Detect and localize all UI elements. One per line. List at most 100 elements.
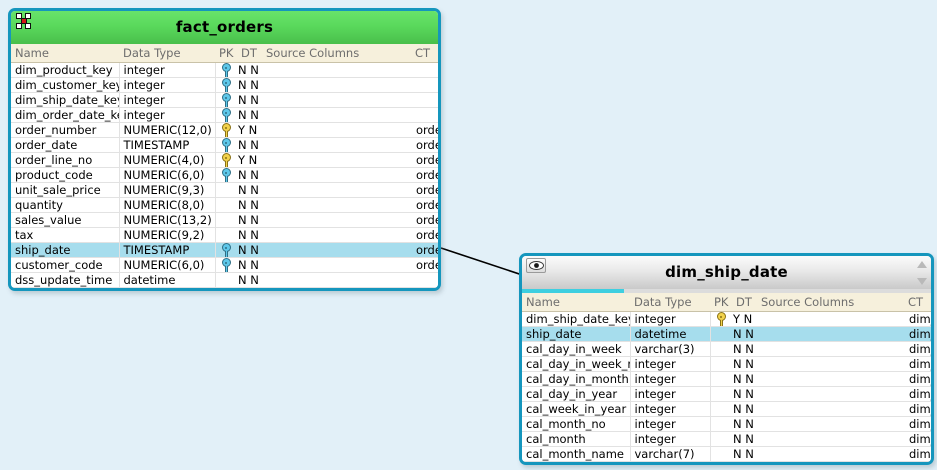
- cell-pk-flag: N N: [732, 341, 905, 357]
- cell-data-type: integer: [630, 431, 711, 447]
- col-header-source[interactable]: Source Columns: [262, 44, 412, 63]
- col-header-name[interactable]: Name: [11, 44, 119, 63]
- cell-pk-flag: Y N: [237, 152, 412, 168]
- cell-source-column: [412, 62, 438, 78]
- cell-source-column: dim_date.cal_month_no: [905, 416, 931, 432]
- cell-column-name: cal_week_in_year: [522, 401, 631, 417]
- cell-source-column: dim_date.cal_month: [905, 431, 931, 447]
- cell-key-empty: [710, 356, 732, 372]
- cell-pk-flag: N N: [237, 182, 412, 198]
- table-window-dim-ship-date[interactable]: dim_ship_date Name Data Type: [519, 253, 934, 465]
- grid-header-row: Name Data Type PK DT Source Columns CT: [522, 293, 931, 312]
- cell-data-type: integer: [119, 107, 216, 123]
- title-scroll-buttons[interactable]: [914, 257, 929, 288]
- col-header-dt[interactable]: DT: [237, 44, 262, 63]
- column-grid-dim-ship-date[interactable]: Name Data Type PK DT Source Columns CT d…: [522, 293, 931, 462]
- triangle-down-icon[interactable]: [914, 274, 929, 288]
- cell-source-column: order_line.quantity: [412, 197, 438, 213]
- cell-column-name: cal_month_no: [522, 416, 631, 432]
- cell-column-name: cal_day_in_month: [522, 371, 631, 387]
- cell-data-type: NUMERIC(9,2): [119, 227, 216, 243]
- table-title-dim-ship-date: dim_ship_date: [665, 263, 788, 281]
- cell-column-name: order_line_no: [11, 152, 120, 168]
- cell-source-column: order_header.order_number: [412, 122, 438, 138]
- cell-column-name: tax: [11, 227, 120, 243]
- col-header-ct[interactable]: CT: [412, 44, 438, 63]
- cell-pk-flag: N N: [237, 137, 412, 153]
- cell-data-type: NUMERIC(4,0): [119, 152, 216, 168]
- index-key-icon: [215, 62, 237, 78]
- cell-source-column: [412, 272, 438, 288]
- cell-source-column: order_header.customer_code: [412, 257, 438, 273]
- cell-source-column: order_header.order_date: [412, 137, 438, 153]
- table-title-bar-fact-orders[interactable]: fact_orders: [11, 11, 438, 44]
- cell-pk-flag: N N: [732, 326, 905, 342]
- cell-pk-flag: N N: [237, 167, 412, 183]
- cell-data-type: integer: [630, 401, 711, 417]
- cell-source-column: order_header.ship_date: [412, 242, 438, 258]
- column-grid-fact-orders[interactable]: Name Data Type PK DT Source Columns CT d…: [11, 44, 438, 288]
- cell-key-empty: [215, 182, 237, 198]
- cell-column-name: ship_date: [11, 242, 120, 258]
- col-header-pk[interactable]: PK: [710, 293, 732, 312]
- cell-source-column: dim_date.cal_week_in_year: [905, 401, 931, 417]
- cell-column-name: order_date: [11, 137, 120, 153]
- cell-key-empty: [710, 446, 732, 462]
- cell-data-type: varchar(7): [630, 446, 711, 462]
- cell-key-empty: [215, 272, 237, 288]
- cell-column-name: dim_ship_date_key: [11, 92, 120, 108]
- table-window-fact-orders[interactable]: fact_orders Name Data Type PK DT Source …: [8, 8, 441, 291]
- col-header-dt[interactable]: DT: [732, 293, 757, 312]
- col-header-data-type[interactable]: Data Type: [119, 44, 215, 63]
- cell-data-type: TIMESTAMP: [119, 242, 216, 258]
- col-header-ct[interactable]: CT: [905, 293, 931, 312]
- eye-icon[interactable]: [526, 258, 546, 273]
- index-key-icon: [215, 167, 237, 183]
- col-header-pk[interactable]: PK: [215, 44, 237, 63]
- index-key-icon: [215, 257, 237, 273]
- triangle-up-icon[interactable]: [914, 257, 929, 271]
- cell-pk-flag: N N: [237, 62, 412, 78]
- cell-source-column: dim_date.cal_day_in_week_no: [905, 356, 931, 372]
- cell-key-empty: [710, 371, 732, 387]
- cell-source-column: [412, 77, 438, 93]
- cell-pk-flag: N N: [237, 107, 412, 123]
- cell-column-name: unit_sale_price: [11, 182, 120, 198]
- table-title-bar-dim-ship-date[interactable]: dim_ship_date: [522, 256, 931, 289]
- col-header-name[interactable]: Name: [522, 293, 630, 312]
- col-header-source[interactable]: Source Columns: [757, 293, 905, 312]
- index-key-icon: [215, 137, 237, 153]
- cell-column-name: ship_date: [522, 326, 631, 342]
- cell-column-name: sales_value: [11, 212, 120, 228]
- cell-pk-flag: Y N: [237, 122, 412, 138]
- cell-key-empty: [710, 431, 732, 447]
- col-header-data-type[interactable]: Data Type: [630, 293, 710, 312]
- index-key-icon: [215, 77, 237, 93]
